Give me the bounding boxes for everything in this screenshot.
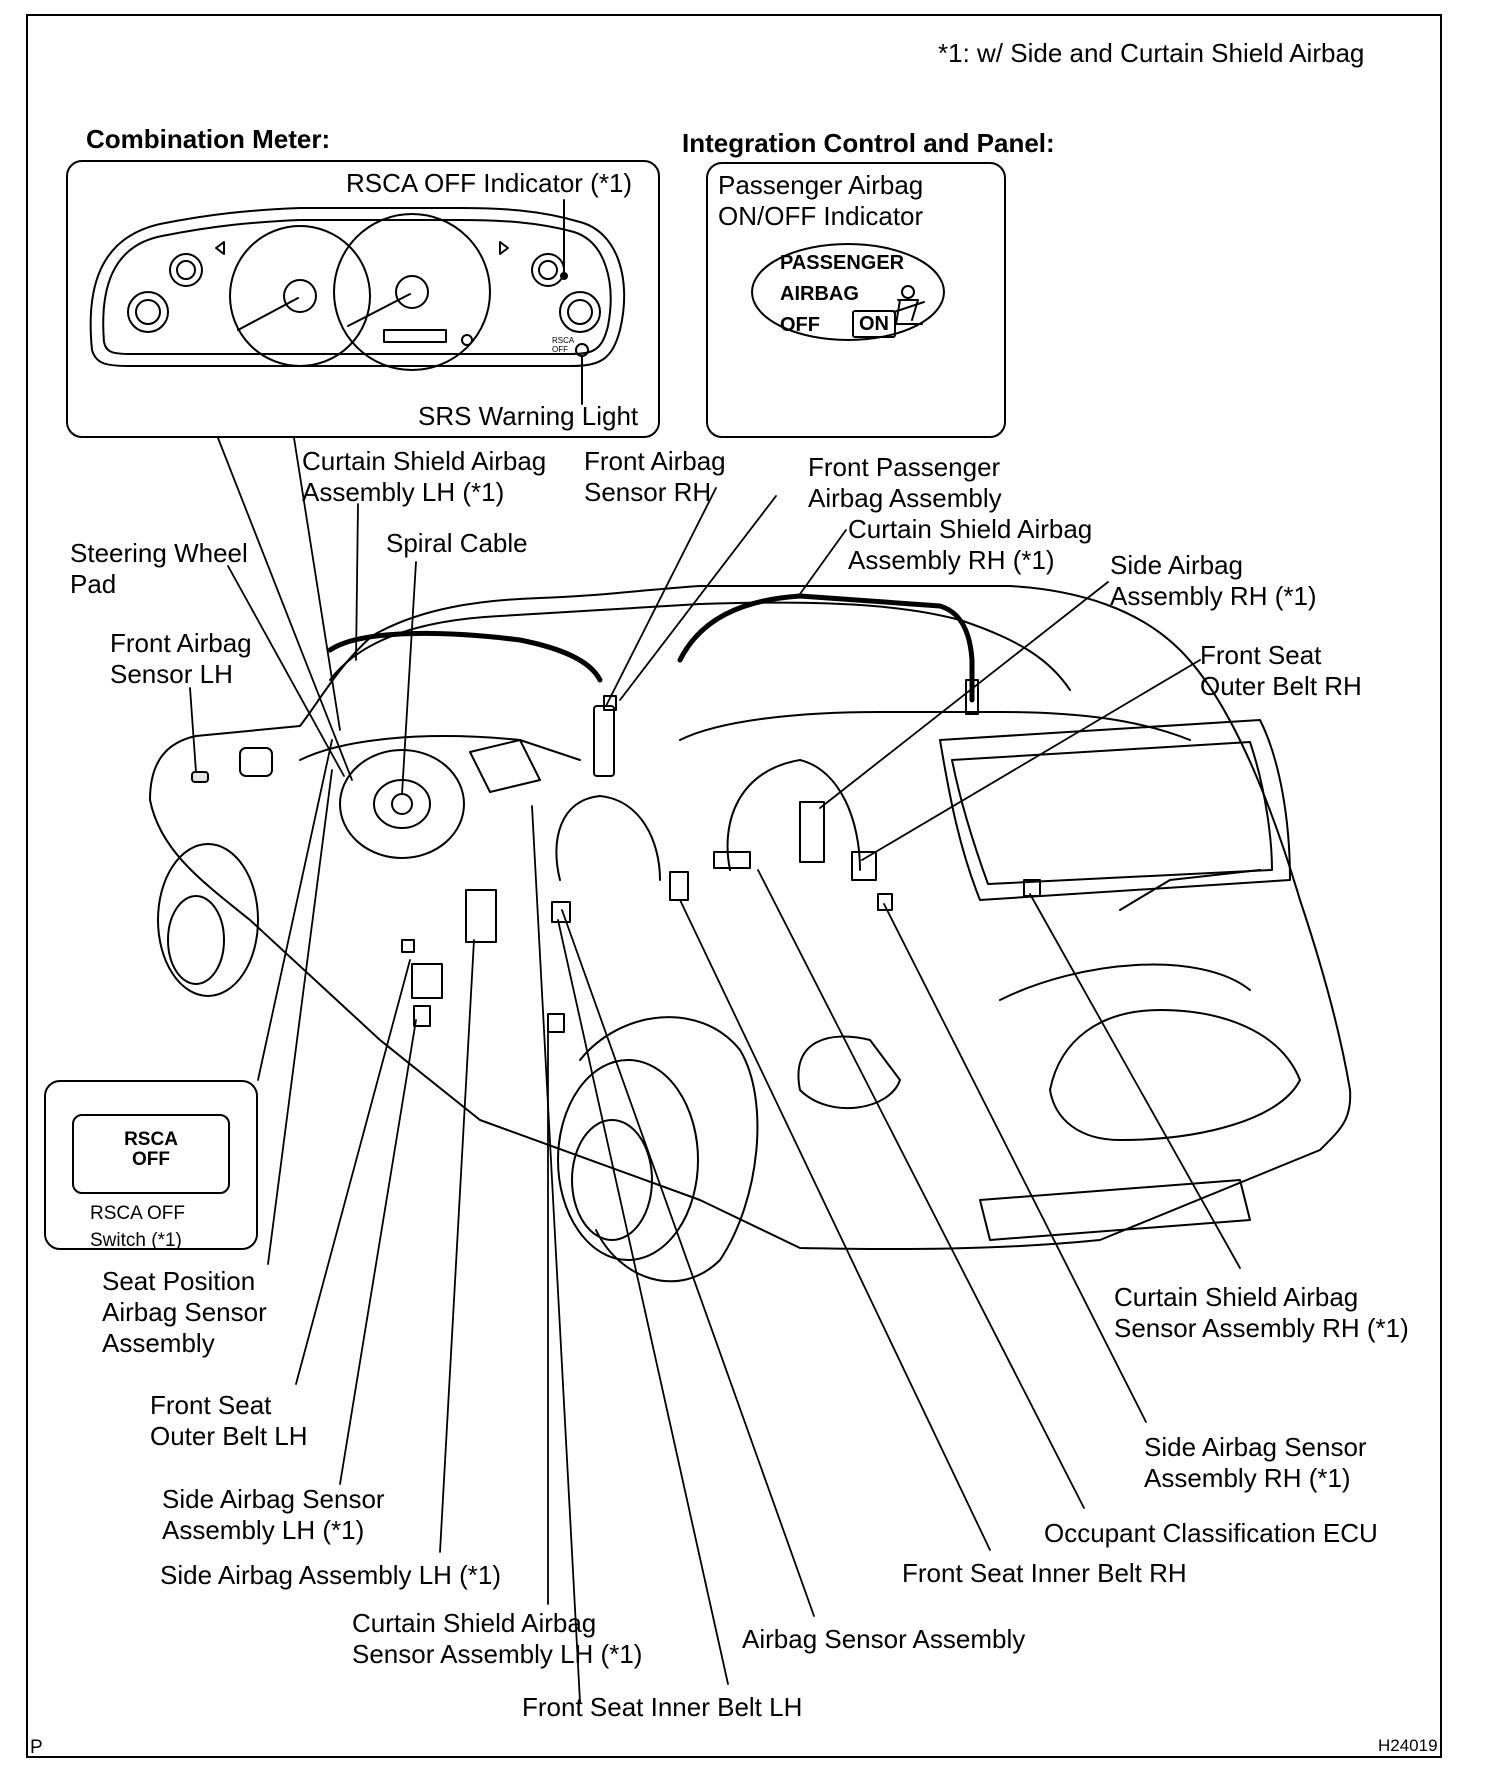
curtain-shield-airbag-rh-label: Curtain Shield Airbag Assembly RH (*1): [848, 514, 1093, 575]
side-airbag-lh-label: Side Airbag Assembly LH (*1): [160, 1560, 502, 1590]
gauge-rsca-legend: RSCA OFF: [552, 336, 575, 354]
spiral-cable-label: Spiral Cable: [386, 528, 528, 558]
front-airbag-sensor-lh-label: Front Airbag Sensor LH: [110, 628, 252, 689]
front-passenger-airbag-label: Front Passenger Airbag Assembly: [808, 452, 1002, 513]
integration-panel-box: [706, 162, 1006, 438]
rsca-off-indicator-label: RSCA OFF Indicator (*1): [346, 168, 633, 198]
steering-wheel-pad-label: Steering Wheel Pad: [70, 538, 248, 599]
side-airbag-sensor-rh-label: Side Airbag Sensor Assembly RH (*1): [1144, 1432, 1367, 1493]
passenger-airbag-badge-text: PASSENGER AIRBAG OFF: [780, 252, 905, 336]
front-seat-outer-belt-lh-label: Front Seat Outer Belt LH: [150, 1390, 308, 1451]
footnote: *1: w/ Side and Curtain Shield Airbag: [938, 38, 1365, 68]
leader-lines: [189, 437, 1241, 1703]
passenger-airbag-badge-illustration: [751, 243, 945, 341]
integration-panel-heading: Integration Control and Panel:: [682, 128, 1055, 158]
diagram-frame: [26, 14, 1442, 1758]
front-seat-inner-belt-lh-label: Front Seat Inner Belt LH: [522, 1692, 803, 1722]
instrument-cluster-illustration: [89, 199, 626, 405]
side-airbag-rh-label: Side Airbag Assembly RH (*1): [1110, 550, 1317, 611]
seat-position-sensor-label: Seat Position Airbag Sensor Assembly: [102, 1266, 267, 1358]
curtain-shield-airbag-lh-label: Curtain Shield Airbag Assembly LH (*1): [302, 446, 547, 507]
side-airbag-sensor-lh-label: Side Airbag Sensor Assembly LH (*1): [162, 1484, 385, 1545]
srs-warning-light-label: SRS Warning Light: [418, 401, 639, 431]
curtain-shield-sensor-lh-label: Curtain Shield Airbag Sensor Assembly LH…: [352, 1608, 643, 1669]
front-seat-outer-belt-rh-label: Front Seat Outer Belt RH: [1200, 640, 1362, 701]
front-seat-inner-belt-rh-label: Front Seat Inner Belt RH: [902, 1558, 1187, 1588]
footer-page-marker: P: [30, 1737, 43, 1758]
combination-meter-heading: Combination Meter:: [86, 124, 331, 154]
front-airbag-sensor-rh-label: Front Airbag Sensor RH: [584, 446, 726, 507]
footer-figure-code: H24019: [1378, 1736, 1438, 1755]
rsca-off-switch-text: RSCA OFF: [124, 1129, 178, 1170]
airbag-sensor-assembly-label: Airbag Sensor Assembly: [742, 1624, 1026, 1654]
curtain-shield-sensor-rh-label: Curtain Shield Airbag Sensor Assembly RH…: [1114, 1282, 1409, 1343]
occupant-classification-ecu-label: Occupant Classification ECU: [1044, 1518, 1378, 1548]
passenger-airbag-indicator-label: Passenger Airbag ON/OFF Indicator: [718, 170, 924, 231]
rsca-off-switch-label: RSCA OFF Switch (*1): [90, 1203, 186, 1251]
vehicle-body-illustration: [149, 585, 1352, 1283]
combination-meter-box: [66, 160, 660, 438]
rsca-off-switch[interactable]: [72, 1114, 230, 1194]
